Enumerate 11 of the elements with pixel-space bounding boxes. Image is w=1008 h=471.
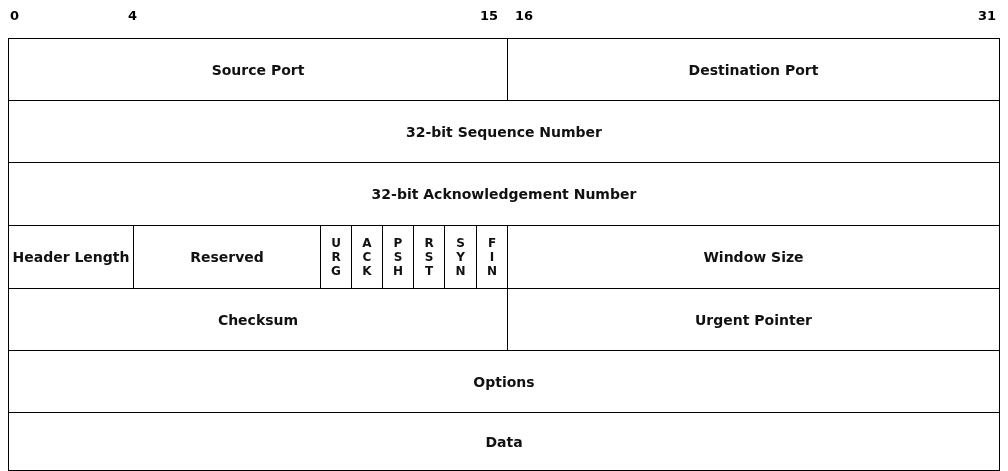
- header-field: Destination Port: [507, 38, 1000, 101]
- bit-number: 15: [480, 8, 499, 23]
- header-field: Source Port: [8, 38, 508, 101]
- header-field: 32-bit Acknowledgement Number: [8, 162, 1000, 226]
- bit-number: 16: [515, 8, 534, 23]
- header-field: Data: [8, 412, 1000, 471]
- bit-number: 4: [128, 8, 138, 23]
- header-field: 32-bit Sequence Number: [8, 100, 1000, 163]
- bit-number: 31: [978, 8, 997, 23]
- header-field: Options: [8, 350, 1000, 413]
- bit-number: 0: [10, 8, 20, 23]
